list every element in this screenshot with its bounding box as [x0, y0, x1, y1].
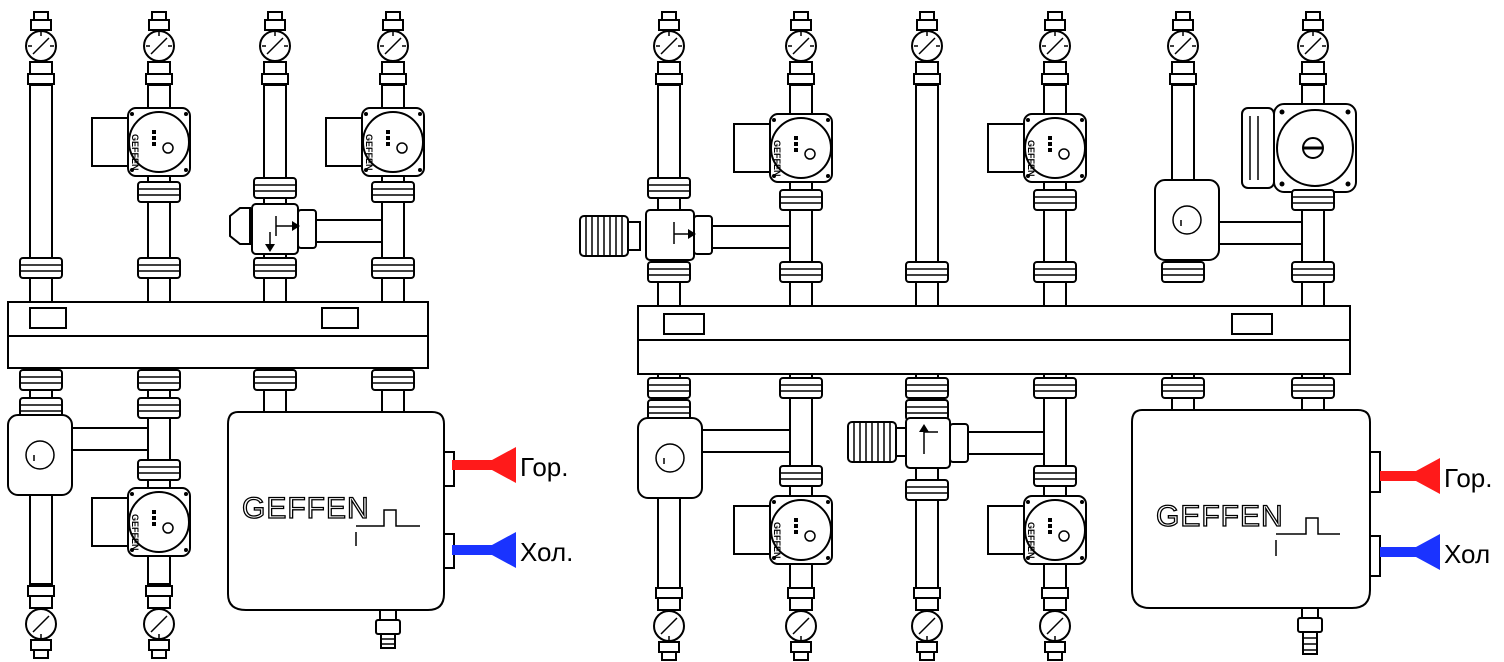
mixing-valve-icon: [637, 417, 791, 499]
valve-handle-icon: [259, 11, 291, 85]
valve-handle-icon: [1297, 11, 1329, 85]
brand-logo: GEFFEN: [242, 492, 370, 525]
diagram-left: GEFFEN Гор. Хол.: [7, 11, 573, 659]
valve-handle-icon: [653, 587, 685, 661]
valve-handle-icon: [143, 585, 175, 659]
valve-handle-icon: [25, 11, 57, 85]
hot-inlet-arrow-icon: [452, 447, 516, 483]
cold-inlet-arrow-icon: [1380, 534, 1440, 570]
circulation-pump-icon: [91, 487, 191, 557]
circulation-pump-icon: [91, 107, 191, 177]
drain-fitting-icon: [1297, 607, 1323, 655]
thermostatic-head-icon: [847, 417, 1045, 469]
valve-handle-icon: [785, 587, 817, 661]
cold-label: Хол: [1444, 539, 1490, 569]
cold-label: Хол.: [520, 537, 573, 567]
circulation-pump-icon: [325, 107, 425, 177]
circulation-pump-icon: [987, 495, 1087, 565]
mixing-valve-icon: [1154, 179, 1303, 261]
hot-inlet-arrow-icon: [1380, 458, 1440, 494]
valve-handle-icon: [143, 11, 175, 85]
circulation-pump-icon: [1241, 103, 1357, 193]
circulation-pump-icon: [733, 495, 833, 565]
manifold-header: [637, 305, 1351, 375]
valve-handle-icon: [911, 11, 943, 85]
diagram-right: GEFFEN Гор. Хол: [579, 11, 1492, 661]
valve-handle-icon: [785, 11, 817, 85]
hydraulic-separator-icon: GEFFEN: [1131, 409, 1381, 609]
brand-logo: GEFFEN: [1156, 500, 1284, 533]
valve-handle-icon: [653, 11, 685, 85]
valve-handle-icon: [1039, 11, 1071, 85]
valve-handle-icon: [377, 11, 409, 85]
circulation-pump-icon: [987, 113, 1087, 183]
cold-inlet-arrow-icon: [452, 532, 516, 568]
manifold-header: [7, 301, 429, 369]
drain-fitting-icon: [375, 609, 401, 649]
mixing-valve-icon: [7, 414, 149, 496]
valve-handle-icon: [911, 587, 943, 661]
valve-handle-icon: [1167, 11, 1199, 85]
hot-label: Гор.: [520, 452, 568, 482]
valve-handle-icon: [25, 585, 57, 659]
hot-label: Гор.: [1444, 463, 1492, 493]
valve-handle-icon: [1039, 587, 1071, 661]
hydraulic-separator-icon: GEFFEN: [227, 411, 455, 611]
thermostatic-head-icon: [579, 209, 791, 261]
mixing-valve-icon: [229, 203, 383, 255]
circulation-pump-icon: [733, 113, 833, 183]
